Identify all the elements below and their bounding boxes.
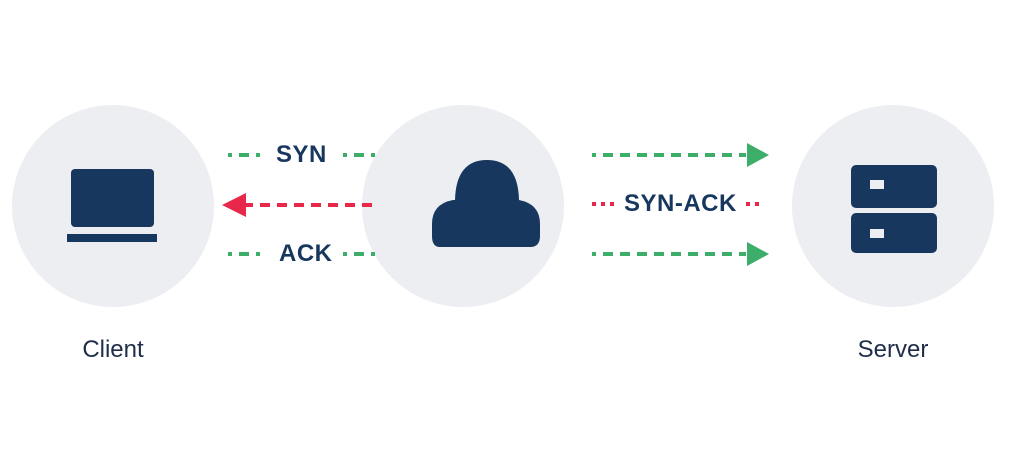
syn-right-dashes: [592, 143, 769, 167]
client-label: Client: [82, 336, 144, 363]
server-unit-top: [851, 165, 937, 208]
arrow-left-icon: [222, 193, 246, 217]
server-led-bottom: [870, 229, 884, 238]
server-label: Server: [857, 336, 929, 363]
laptop-screen: [71, 169, 154, 227]
laptop-icon: [67, 169, 157, 242]
laptop-base: [67, 234, 157, 242]
arrow-right-icon: [747, 143, 769, 167]
syn-ack-left-dashes: [222, 193, 379, 217]
syn-ack-label: SYN-ACK: [624, 190, 737, 217]
ack-right-dashes: [592, 242, 769, 266]
syn-label: SYN: [276, 141, 327, 168]
arrow-right-icon: [747, 242, 769, 266]
ack-label: ACK: [279, 240, 333, 267]
server-icon: [851, 165, 937, 253]
server-unit-bottom: [851, 213, 937, 253]
cloud-icon: [432, 160, 540, 247]
server-led-top: [870, 180, 884, 189]
